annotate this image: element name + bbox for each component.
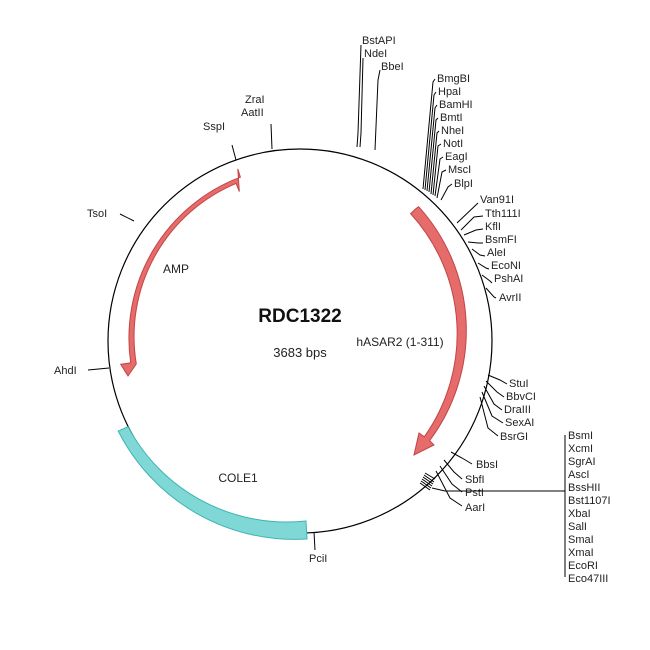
site-label-nhei: NheI <box>441 125 464 137</box>
site-label-psti: PstI <box>465 487 484 499</box>
site-label-bbsi: BbsI <box>476 459 498 471</box>
site-label-msci: MscI <box>448 164 471 176</box>
site-label-pcii: PciI <box>309 553 327 565</box>
plasmid-name: RDC1322 <box>258 306 341 327</box>
site-label-kfli: KflI <box>485 221 501 233</box>
site-label-smai: SmaI <box>568 534 594 546</box>
site-label-xmai: XmaI <box>568 547 594 559</box>
site-label-ahdi: AhdI <box>54 365 77 377</box>
site-group-singles: ZraI AatII SspI TsoI AhdI PciI <box>54 94 327 565</box>
site-label-bstapi: BstAPI <box>362 35 396 47</box>
site-label-bbei: BbeI <box>381 61 404 73</box>
site-label-bst1107i: Bst1107I <box>568 495 611 507</box>
site-label-van91i: Van91I <box>480 194 514 206</box>
site-label-xcmi: XcmI <box>568 443 593 455</box>
site-group-right: Van91I Tth111I KflI BsmFI AleI EcoNI Psh… <box>456 194 523 304</box>
cole1-feature <box>117 426 308 540</box>
site-label-sgrai: SgrAI <box>568 456 596 468</box>
amp-label: AMP <box>163 262 189 276</box>
site-label-sbfi: SbfI <box>465 474 485 486</box>
site-label-alei: AleI <box>487 247 506 259</box>
site-label-noti: NotI <box>443 138 463 150</box>
site-label-draiii: DraIII <box>504 404 531 416</box>
site-label-bamhi: BamHI <box>439 99 473 111</box>
site-label-xbai: XbaI <box>568 508 591 520</box>
site-label-ndei: NdeI <box>364 48 387 60</box>
site-label-bsmfi: BsmFI <box>485 234 517 246</box>
site-group-upper-right: BmgBI HpaI BamHI BmtI NheI NotI EagI Msc… <box>422 73 473 201</box>
site-label-aari: AarI <box>465 502 485 514</box>
site-group-bottom-right: BbsI SbfI PstI AarI <box>435 451 498 514</box>
site-label-bmti: BmtI <box>440 112 463 124</box>
site-label-tth111i: Tth111I <box>485 208 521 220</box>
plasmid-length: 3683 bps <box>273 345 327 360</box>
site-label-bsshii: BssHII <box>568 482 600 494</box>
hasar2-arrow <box>409 206 467 456</box>
site-label-sali: SalI <box>568 521 587 533</box>
site-label-avrii: AvrII <box>499 292 521 304</box>
site-label-aatii: AatII <box>241 107 264 119</box>
site-label-eagi: EagI <box>445 151 468 163</box>
site-label-bmgbi: BmgBI <box>437 73 470 85</box>
site-label-bsmi: BsmI <box>568 430 593 442</box>
site-group-lower-right: StuI BbvCI DraIII SexAI BsrGI <box>479 374 536 443</box>
amp-arrow <box>119 168 242 377</box>
site-label-econi: EcoNI <box>491 260 521 272</box>
site-label-eco47iii: Eco47III <box>568 573 608 585</box>
site-label-ecori: EcoRI <box>568 560 598 572</box>
site-label-zrai: ZraI <box>245 94 265 106</box>
site-label-hpai: HpaI <box>438 86 461 98</box>
site-label-bbvci: BbvCI <box>506 391 536 403</box>
cole1-label: COLE1 <box>218 471 258 485</box>
site-label-pshai: PshAI <box>494 273 523 285</box>
site-label-sexai: SexAI <box>505 417 534 429</box>
hasar2-label: hASAR2 (1-311) <box>356 335 443 349</box>
site-label-sspi: SspI <box>203 121 225 133</box>
site-label-asci: AscI <box>568 469 589 481</box>
site-label-bsrgi: BsrGI <box>500 431 528 443</box>
site-label-tsoi: TsoI <box>87 208 107 220</box>
site-group-top: BstAPI NdeI BbeI <box>356 35 404 151</box>
site-label-stui: StuI <box>509 378 529 390</box>
site-group-mcs: BsmI XcmI SgrAI AscI BssHII Bst1107I Xba… <box>419 430 611 585</box>
site-label-blpi: BlpI <box>454 178 473 190</box>
